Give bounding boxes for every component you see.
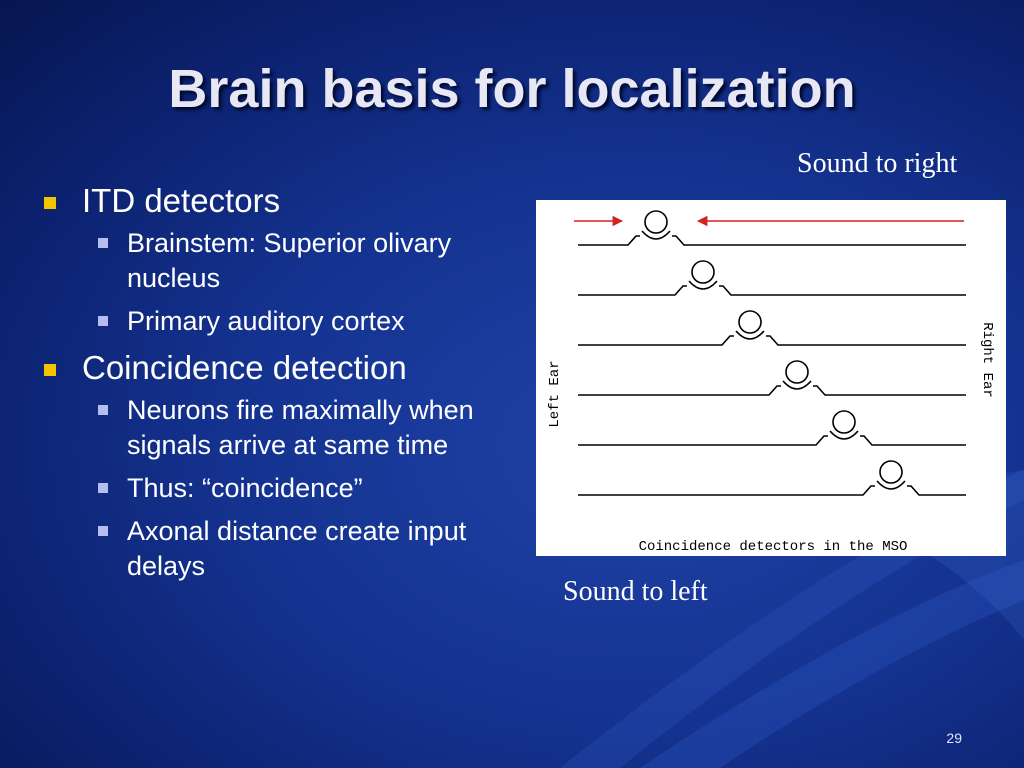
dendrite-cup [735,330,765,340]
dendrite-cup [782,380,812,390]
axon-line [578,335,966,346]
mso-diagram: Left Ear Right Ear Coincidence detectors… [547,210,995,555]
neuron-soma-icon [879,460,903,484]
sound-to-right-label: Sound to right [797,148,958,179]
sub-bullet-coincidence: Thus: “coincidence” [82,471,502,506]
axon-line [578,385,966,396]
sub-bullet-list: Neurons fire maximally when signals arri… [82,393,502,584]
neuron-row [578,210,966,246]
bullet-text: ITD detectors [82,182,281,219]
sub-bullet-brainstem: Brainstem: Superior olivary nucleus [82,226,502,296]
coincidence-detector-figure: Left Ear Right Ear Coincidence detectors… [536,200,1006,556]
neuron-row [578,310,966,346]
left-ear-label: Left Ear [547,360,563,427]
sub-bullet-marker-icon [98,316,108,326]
sub-bullet-marker-icon [98,483,108,493]
sub-bullet-auditory-cortex: Primary auditory cortex [82,304,502,339]
axon-line [578,235,966,246]
sub-bullet-neurons-fire: Neurons fire maximally when signals arri… [82,393,502,463]
bullet-marker-icon [44,364,56,376]
sound-to-left-label: Sound to left [563,576,708,607]
neuron-soma-icon [785,360,809,384]
neuron-soma-icon [644,210,668,234]
neuron-soma-icon [691,260,715,284]
figure-caption: Coincidence detectors in the MSO [639,539,908,555]
neuron-row [578,460,966,496]
axon-line [578,435,966,446]
bullet-itd-detectors: ITD detectors Brainstem: Superior olivar… [42,182,502,339]
dendrite-cup [829,430,859,440]
sub-bullet-text: Axonal distance create input delays [127,516,467,581]
bullet-coincidence-detection: Coincidence detection Neurons fire maxim… [42,349,502,584]
sub-bullet-marker-icon [98,405,108,415]
dendrite-cup [688,280,718,290]
sub-bullet-text: Thus: “coincidence” [127,473,363,503]
right-ear-label: Right Ear [979,322,995,398]
dendrite-cup [876,480,906,490]
neuron-row [578,410,966,446]
axon-line [578,485,966,496]
neuron-rows [578,210,966,496]
bullet-list: ITD detectors Brainstem: Superior olivar… [42,182,502,594]
sub-bullet-text: Brainstem: Superior olivary nucleus [127,228,452,293]
sub-bullet-text: Primary auditory cortex [127,306,405,336]
neuron-soma-icon [832,410,856,434]
bullet-marker-icon [44,197,56,209]
axon-line [578,285,966,296]
sub-bullet-list: Brainstem: Superior olivary nucleus Prim… [82,226,502,339]
sub-bullet-text: Neurons fire maximally when signals arri… [127,395,474,460]
page-number: 29 [946,730,962,746]
sub-bullet-axonal-distance: Axonal distance create input delays [82,514,502,584]
slide-title: Brain basis for localization [168,59,856,119]
sub-bullet-marker-icon [98,238,108,248]
neuron-row [578,360,966,396]
bullet-text: Coincidence detection [82,349,407,386]
sub-bullet-marker-icon [98,526,108,536]
neuron-soma-icon [738,310,762,334]
neuron-row [578,260,966,296]
dendrite-cup [641,230,671,240]
